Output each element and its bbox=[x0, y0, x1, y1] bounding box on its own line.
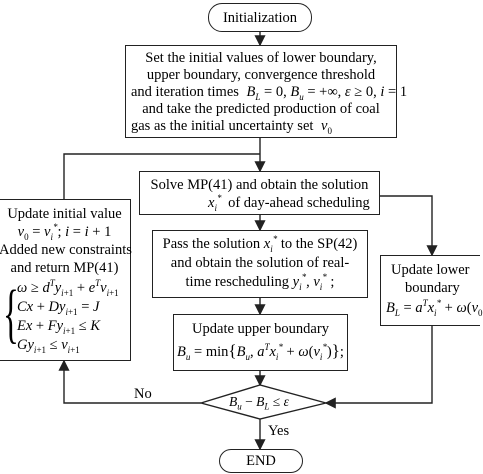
set-initial-line-2: upper boundary, convergence threshold bbox=[146, 67, 376, 83]
set-initial-line-3: and iteration times BL = 0, Bu = +∞, ε ≥… bbox=[131, 84, 408, 102]
set-initial-line-4: and take the predicted production of coa… bbox=[142, 101, 380, 117]
pass-vars-yv: yi*, vi* bbox=[292, 272, 327, 292]
initial-set-symbol: v0 bbox=[321, 118, 332, 136]
end-label: END bbox=[246, 453, 276, 469]
update-lower-line-1: Update lower bbox=[391, 262, 470, 278]
end-terminal: END bbox=[219, 449, 303, 473]
edge-label-yes: Yes bbox=[268, 423, 290, 439]
decision-condition: Bu − BL ≤ ε bbox=[229, 394, 289, 412]
constraint-2: Cx + Dyi+1 = J bbox=[17, 299, 100, 317]
update-initial-line-3: and return MP(41) bbox=[10, 260, 119, 276]
solve-mp-line-1: Solve MP(41) and obtain the solution bbox=[150, 177, 369, 193]
update-lower-equation: BL = aTxi* + ω(v0 bbox=[386, 298, 483, 318]
update-initial-eq: v0 = vi*; i = i + 1 bbox=[17, 222, 112, 242]
solve-mp-line-2: xi* of day-ahead scheduling bbox=[208, 193, 370, 213]
decision-diamond bbox=[198, 384, 327, 420]
edge-label-no: No bbox=[134, 386, 152, 402]
solve-mp-box: Solve MP(41) and obtain the solution xi*… bbox=[139, 171, 380, 215]
pass-sp-line-3: time rescheduling yi*, vi* ; bbox=[185, 272, 335, 292]
initial-values-equation: BL = 0, Bu = +∞, ε ≥ 0, i = 1 bbox=[246, 84, 408, 102]
solution-var-x: xi* bbox=[208, 193, 222, 213]
initialization-label: Initialization bbox=[222, 10, 298, 26]
update-lower-box: Update lower boundary BL = aTxi* + ω(v0 bbox=[380, 255, 483, 326]
set-initial-line-1: Set the initial values of lower boundary… bbox=[145, 50, 377, 66]
update-upper-label: Update upper boundary bbox=[192, 321, 329, 337]
update-initial-line-1: Update initial value bbox=[7, 206, 122, 222]
arrow-solve-to-lower bbox=[380, 195, 438, 257]
pass-sp-line-2: and obtain the solution of real- bbox=[170, 255, 350, 271]
update-upper-box: Update upper boundary Bu = min{Bu, aTxi*… bbox=[173, 314, 348, 371]
constraint-3: Ex + Fyi+1 ≤ K bbox=[17, 318, 101, 336]
set-initial-line-5: gas as the initial uncertainty set v0 bbox=[131, 118, 332, 136]
update-upper-equation: Bu = min{Bu, aTxi* + ω(vi*)}; bbox=[177, 341, 344, 362]
constraint-1: ω ≥ dTyi+1 + eTvi+1 bbox=[17, 278, 119, 298]
constraints-block: ω ≥ dTyi+1 + eTvi+1 Cx + Dyi+1 = J Ex + … bbox=[17, 278, 119, 355]
pass-sp-box: Pass the solution xi* to the SP(42) and … bbox=[152, 230, 368, 298]
constraints-brace: { bbox=[3, 277, 19, 350]
arrow-lower-to-decision bbox=[324, 326, 433, 409]
update-initial-line-2: Added new constraints bbox=[0, 242, 132, 258]
constraint-4: Gyi+1 ≤ vi+1 bbox=[17, 337, 80, 355]
initialization-terminal: Initialization bbox=[208, 3, 312, 32]
arrow-update-init-to-solve bbox=[63, 153, 260, 199]
set-initial-values-box: Set the initial values of lower boundary… bbox=[125, 45, 407, 138]
pass-var-x: xi* bbox=[263, 234, 278, 254]
arrow-no-to-update-init bbox=[58, 359, 201, 404]
update-initial-box: Update initial value v0 = vi*; i = i + 1… bbox=[0, 199, 132, 361]
update-lower-line-2: boundary bbox=[405, 280, 460, 296]
pass-sp-line-1: Pass the solution xi* to the SP(42) bbox=[162, 234, 358, 254]
